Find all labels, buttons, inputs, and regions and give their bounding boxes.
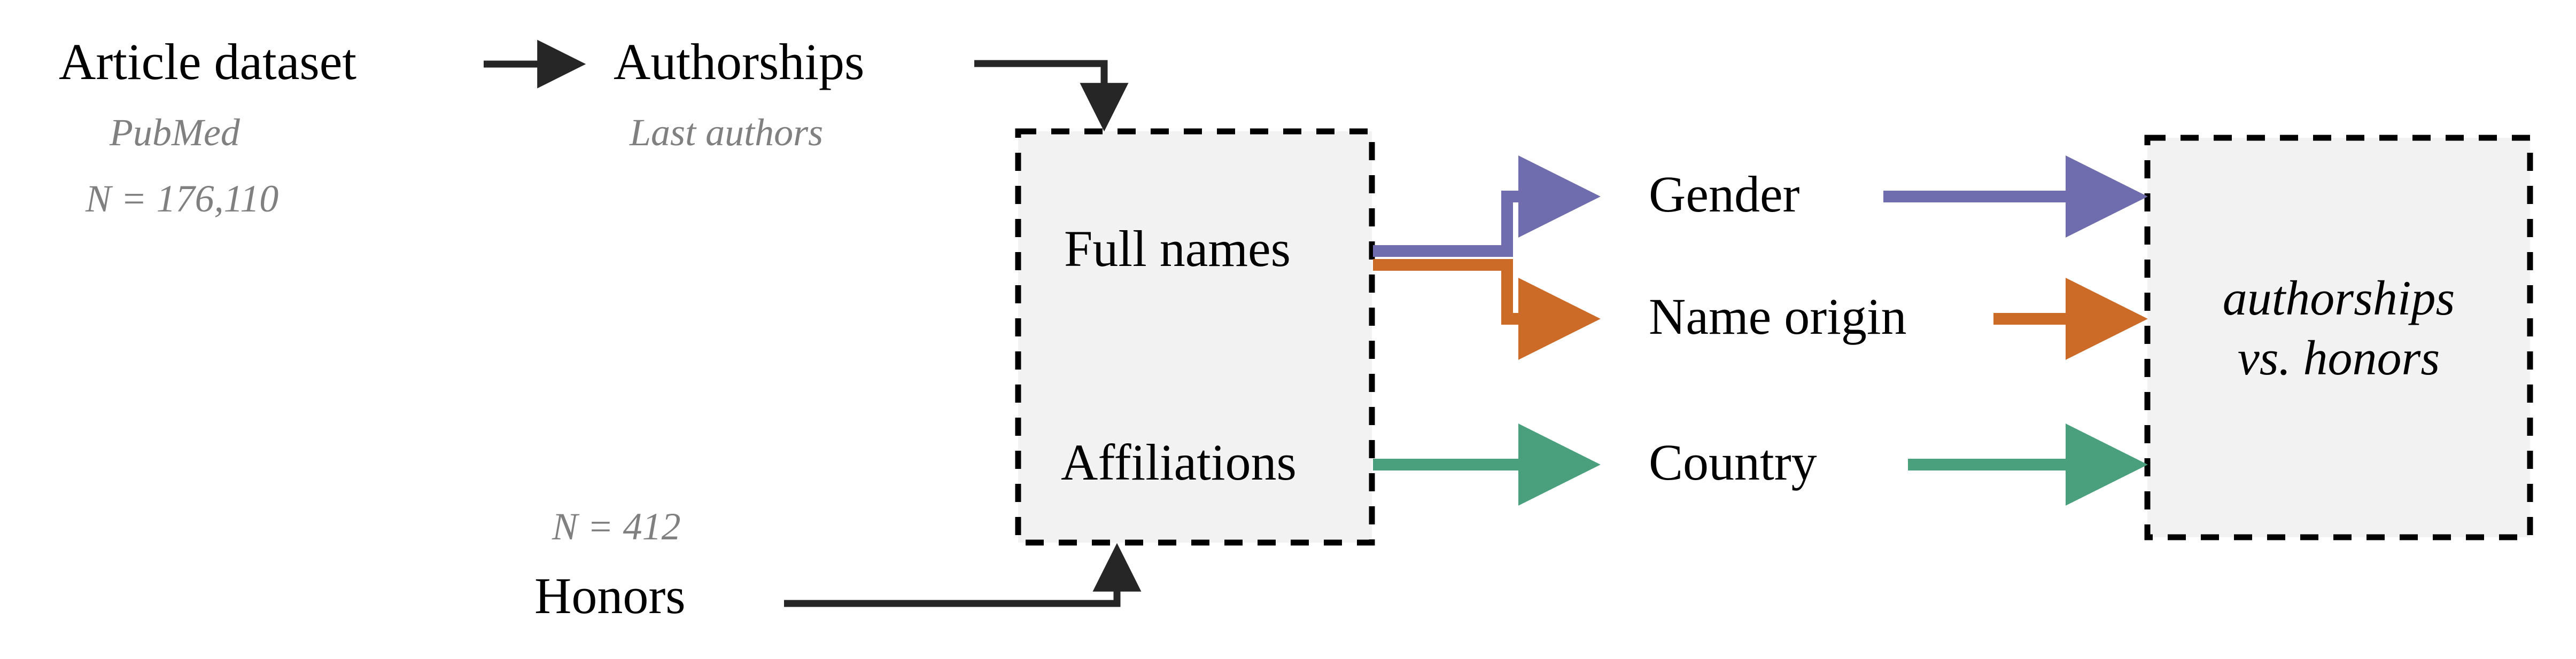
- attribute-name-origin: Name origin: [1649, 288, 1907, 345]
- node-honors-subtitle-count: N = 412: [552, 505, 681, 548]
- attribute-gender: Gender: [1649, 166, 1800, 223]
- extraction-box: [1015, 128, 1375, 546]
- node-honors: Honors: [534, 567, 686, 624]
- connector-fullnames-to-nameorigin: [1373, 259, 1601, 360]
- extraction-item-affiliations: Affiliations: [1061, 434, 1297, 491]
- node-authorships: Authorships: [614, 33, 865, 90]
- outcome-box: [2144, 135, 2533, 540]
- arrow-authorships-to-box: [974, 60, 1129, 132]
- node-article-dataset-subtitle-source: PubMed: [110, 111, 240, 154]
- attribute-country: Country: [1649, 434, 1817, 491]
- node-authorships-subtitle: Last authors: [630, 111, 824, 154]
- outcome-box-text: authorships vs. honors: [2146, 268, 2531, 388]
- outcome-line-2: vs. honors: [2237, 331, 2440, 386]
- outcome-line-1: authorships: [2222, 271, 2455, 325]
- extraction-item-full-names: Full names: [1064, 220, 1291, 277]
- connector-fullnames-to-gender: [1373, 155, 1601, 257]
- arrow-honors-to-box: [784, 543, 1142, 607]
- node-article-dataset-subtitle-count: N = 176,110: [86, 177, 279, 220]
- node-article-dataset: Article dataset: [59, 33, 357, 90]
